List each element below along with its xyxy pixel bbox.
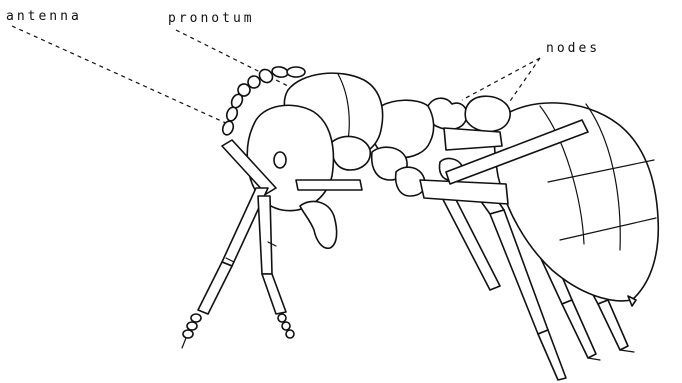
eye <box>274 152 286 168</box>
label-pronotum: pronotum <box>168 11 255 26</box>
ant-body <box>182 66 658 380</box>
petiole-stalk <box>444 128 502 150</box>
front-coxa <box>332 136 371 170</box>
leader-node-1 <box>462 58 540 100</box>
femur-segment <box>420 180 508 204</box>
label-nodes: nodes <box>546 41 600 56</box>
leader-antenna <box>12 26 228 124</box>
mandible <box>300 201 337 248</box>
label-antenna: antenna <box>6 9 82 24</box>
node-2 <box>465 96 510 131</box>
leader-node-2 <box>508 58 540 104</box>
